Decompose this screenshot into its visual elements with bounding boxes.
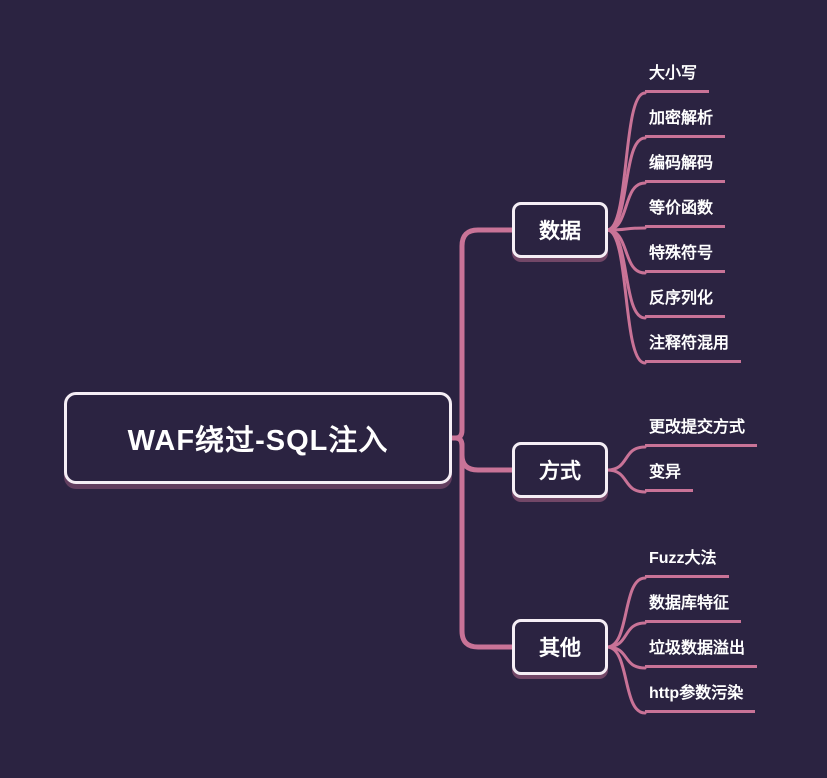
branch-node-method[interactable]: 方式 xyxy=(512,442,608,498)
leaf-node[interactable]: http参数污染 xyxy=(645,677,756,713)
link-line xyxy=(605,445,647,472)
leaf-node[interactable]: 注释符混用 xyxy=(645,327,742,363)
leaf-node[interactable]: Fuzz大法 xyxy=(645,542,729,578)
leaf-node[interactable]: 特殊符号 xyxy=(645,237,726,273)
branch-node-data[interactable]: 数据 xyxy=(512,202,608,258)
leaf-node[interactable]: 垃圾数据溢出 xyxy=(645,632,758,668)
leaf-node[interactable]: 编码解码 xyxy=(645,147,726,183)
link-line xyxy=(605,136,647,232)
leaf-node[interactable]: 加密解析 xyxy=(645,102,726,138)
leaf-node[interactable]: 等价函数 xyxy=(645,192,726,228)
leaf-node[interactable]: 变异 xyxy=(645,456,694,492)
link-line xyxy=(605,645,647,715)
leaf-node[interactable]: 数据库特征 xyxy=(645,587,742,623)
branch-node-other[interactable]: 其他 xyxy=(512,619,608,675)
root-node[interactable]: WAF绕过-SQL注入 xyxy=(64,392,452,484)
leaf-node[interactable]: 大小写 xyxy=(645,57,710,93)
leaf-node[interactable]: 更改提交方式 xyxy=(645,411,758,447)
link-line xyxy=(605,576,647,649)
trunk-line-method xyxy=(445,435,515,473)
trunk-line-other xyxy=(445,435,515,650)
link-line xyxy=(605,468,647,494)
link-line xyxy=(605,228,647,365)
leaf-node[interactable]: 反序列化 xyxy=(645,282,726,318)
trunk-line-data xyxy=(445,227,515,441)
